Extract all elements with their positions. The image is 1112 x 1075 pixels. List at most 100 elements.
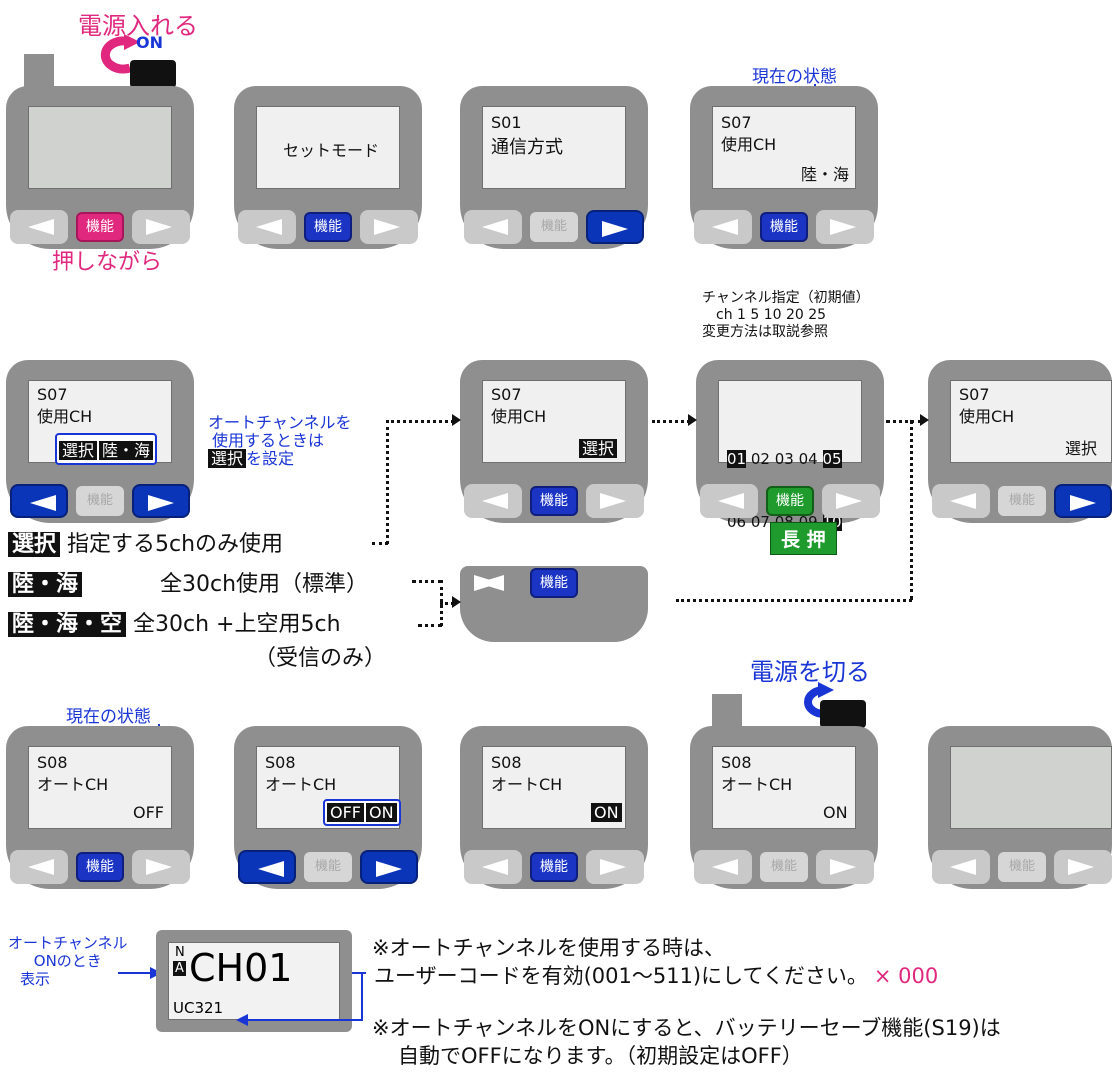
- left-key[interactable]: [694, 210, 752, 244]
- screen: [950, 746, 1112, 829]
- channel-display: CH01: [189, 946, 293, 990]
- right-key[interactable]: [816, 850, 874, 884]
- power-off-label: 電源を切る: [750, 658, 870, 686]
- antenna: [24, 54, 54, 90]
- display-screen: N A CH01 UC321: [168, 942, 340, 1020]
- channel-title-line1: チャンネル指定（初期値）: [702, 290, 870, 306]
- function-button[interactable]: 機能: [304, 852, 352, 882]
- right-key[interactable]: [360, 850, 418, 884]
- function-button[interactable]: 機能: [998, 486, 1046, 516]
- left-key[interactable]: [932, 484, 990, 518]
- function-button[interactable]: 機能: [76, 852, 124, 882]
- auto-note-line1: オートチャンネルを: [208, 413, 352, 432]
- option-desc: 全30ch +上空用5ch: [133, 612, 341, 637]
- right-key[interactable]: [816, 210, 874, 244]
- setting-name: オートCH: [491, 775, 563, 794]
- function-button[interactable]: 機能: [76, 212, 124, 242]
- setting-value: 選択: [1065, 439, 1098, 458]
- auto-note-tag: 選択: [208, 449, 247, 468]
- option-row-land-sea: 陸・海 全30ch使用（標準）: [8, 566, 368, 598]
- right-key[interactable]: [586, 210, 644, 244]
- left-key[interactable]: [932, 850, 990, 884]
- right-key[interactable]: [132, 850, 190, 884]
- left-key[interactable]: [10, 850, 68, 884]
- left-key[interactable]: [10, 210, 68, 244]
- device-11: S08 オートCH ON 機能: [460, 726, 648, 889]
- setting-code: S08: [491, 753, 522, 772]
- connector: [372, 542, 388, 545]
- setting-name: 使用CH: [959, 407, 1015, 426]
- function-button[interactable]: 機能: [530, 212, 578, 242]
- left-key[interactable]: [694, 850, 752, 884]
- right-key[interactable]: [1054, 484, 1112, 518]
- screen: セットモード: [256, 106, 400, 189]
- connector: [418, 624, 442, 627]
- connector: [652, 420, 690, 423]
- function-button[interactable]: 機能: [76, 486, 124, 516]
- right-key[interactable]: [132, 484, 190, 518]
- right-key[interactable]: [1054, 850, 1112, 884]
- arrow-head: [688, 414, 697, 426]
- rotate-off-icon: [804, 682, 834, 718]
- a-mark: A: [173, 961, 186, 976]
- function-button[interactable]: 機能: [530, 852, 578, 882]
- left-key[interactable]: [700, 484, 758, 518]
- option-row-select: 選択 指定する5chのみ使用: [8, 526, 283, 558]
- channel-cell: 04: [798, 450, 818, 468]
- setting-value: ON: [591, 803, 622, 822]
- long-press-badge: 長 押: [770, 522, 837, 555]
- screen: S07 使用CH 選択: [950, 380, 1112, 463]
- connector: [440, 602, 454, 605]
- function-button[interactable]: 機能: [304, 212, 352, 242]
- device-4: S07 使用CH 陸・海 機能: [690, 86, 878, 249]
- device-5: S07 使用CH 選択陸・海 機能: [6, 360, 194, 523]
- screen: S08 オートCH ON: [482, 746, 626, 829]
- setting-code: S07: [37, 385, 68, 404]
- function-button[interactable]: 機能: [530, 486, 578, 516]
- set-mode-text: セットモード: [283, 141, 380, 160]
- right-key[interactable]: [360, 210, 418, 244]
- right-key[interactable]: [132, 210, 190, 244]
- left-key[interactable]: [238, 210, 296, 244]
- left-key[interactable]: [464, 210, 522, 244]
- rotate-on-icon: [100, 34, 140, 74]
- note-2-line-1: ※オートチャンネルをONにすると、バッテリーセーブ機能(S19)は: [372, 1016, 1001, 1040]
- setting-value: ON: [823, 803, 848, 822]
- left-key[interactable]: [464, 484, 522, 518]
- screen: S07 使用CH 陸・海: [712, 106, 856, 189]
- function-button[interactable]: 機能: [760, 852, 808, 882]
- right-key[interactable]: [586, 850, 644, 884]
- device-13: 機能: [928, 726, 1112, 889]
- channel-cell: 05: [822, 450, 842, 468]
- connector-arrow-icon: [236, 974, 363, 1026]
- channel-title-line2: ch 1 5 10 20 25: [716, 307, 827, 323]
- note-1-line-1: ※オートチャンネルを使用する時は、: [372, 936, 725, 960]
- function-button[interactable]: 機能: [760, 212, 808, 242]
- setting-value: OFF: [133, 803, 164, 822]
- invalid-code-note: × 000: [873, 964, 939, 988]
- auto-display-line2: ONのとき: [33, 952, 102, 970]
- auto-display-line3: 表示: [20, 970, 51, 988]
- user-code-display: UC321: [173, 999, 224, 1017]
- function-button[interactable]: 機能: [998, 852, 1046, 882]
- mini-device: 機能: [460, 566, 648, 642]
- right-key[interactable]: [822, 484, 880, 518]
- left-key[interactable]: [10, 484, 68, 518]
- arrow-head: [452, 596, 461, 608]
- device-9: S08 オートCH OFF 機能: [6, 726, 194, 889]
- function-button[interactable]: 機能: [530, 568, 578, 598]
- left-key[interactable]: [464, 850, 522, 884]
- function-button[interactable]: 機能: [766, 486, 814, 516]
- current-state-label: 現在の状態: [66, 707, 151, 727]
- setting-code: S01: [491, 113, 522, 132]
- left-key[interactable]: [238, 850, 296, 884]
- setting-name: 使用CH: [721, 135, 777, 154]
- current-state-label: 現在の状態: [752, 67, 837, 87]
- screen: S08 オートCH ON: [712, 746, 856, 829]
- on-label: ON: [136, 33, 163, 52]
- setting-name: オートCH: [265, 775, 337, 794]
- device-3: S01 通信方式 機能: [460, 86, 648, 249]
- right-key[interactable]: [586, 484, 644, 518]
- connector: [886, 420, 922, 423]
